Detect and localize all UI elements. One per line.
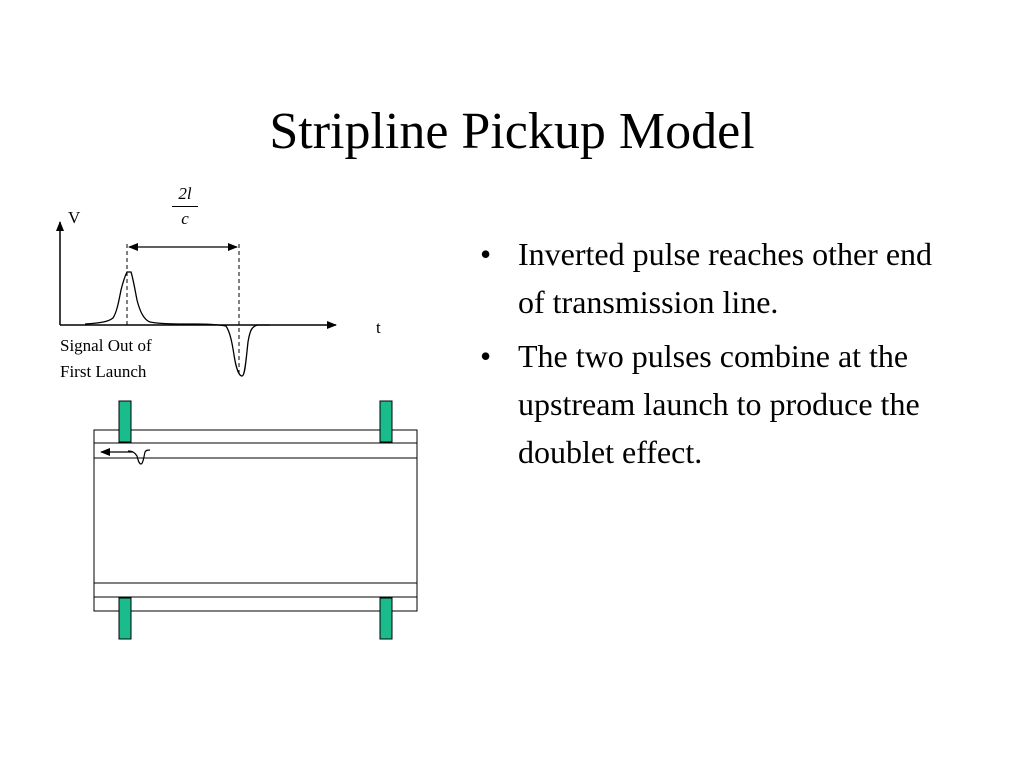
caption-line-2: First Launch — [60, 362, 147, 381]
beam-aperture — [93, 457, 418, 584]
v-axis-label: V — [68, 208, 81, 227]
t-axis-label: t — [376, 318, 381, 337]
fraction-numerator: 2l — [172, 184, 198, 207]
upstream-top-launch — [118, 400, 132, 443]
upstream-bottom-launch — [118, 597, 132, 640]
downstream-bottom-launch — [379, 597, 393, 640]
bullet-item: The two pulses combine at the upstream l… — [478, 332, 948, 476]
signal-waveform — [84, 271, 270, 377]
traveling-pulse — [127, 449, 151, 465]
interval-fraction: 2l c — [172, 184, 198, 229]
upper-plate — [93, 429, 418, 459]
slide-title: Stripline Pickup Model — [269, 103, 755, 160]
bullet-item: Inverted pulse reaches other end of tran… — [478, 230, 948, 326]
caption-line-1: Signal Out of — [60, 336, 152, 355]
fraction-denominator: c — [181, 209, 189, 228]
downstream-top-launch — [379, 400, 393, 443]
bullet-list: Inverted pulse reaches other end of tran… — [478, 230, 948, 482]
signal-caption: Signal Out of First Launch — [60, 333, 152, 385]
